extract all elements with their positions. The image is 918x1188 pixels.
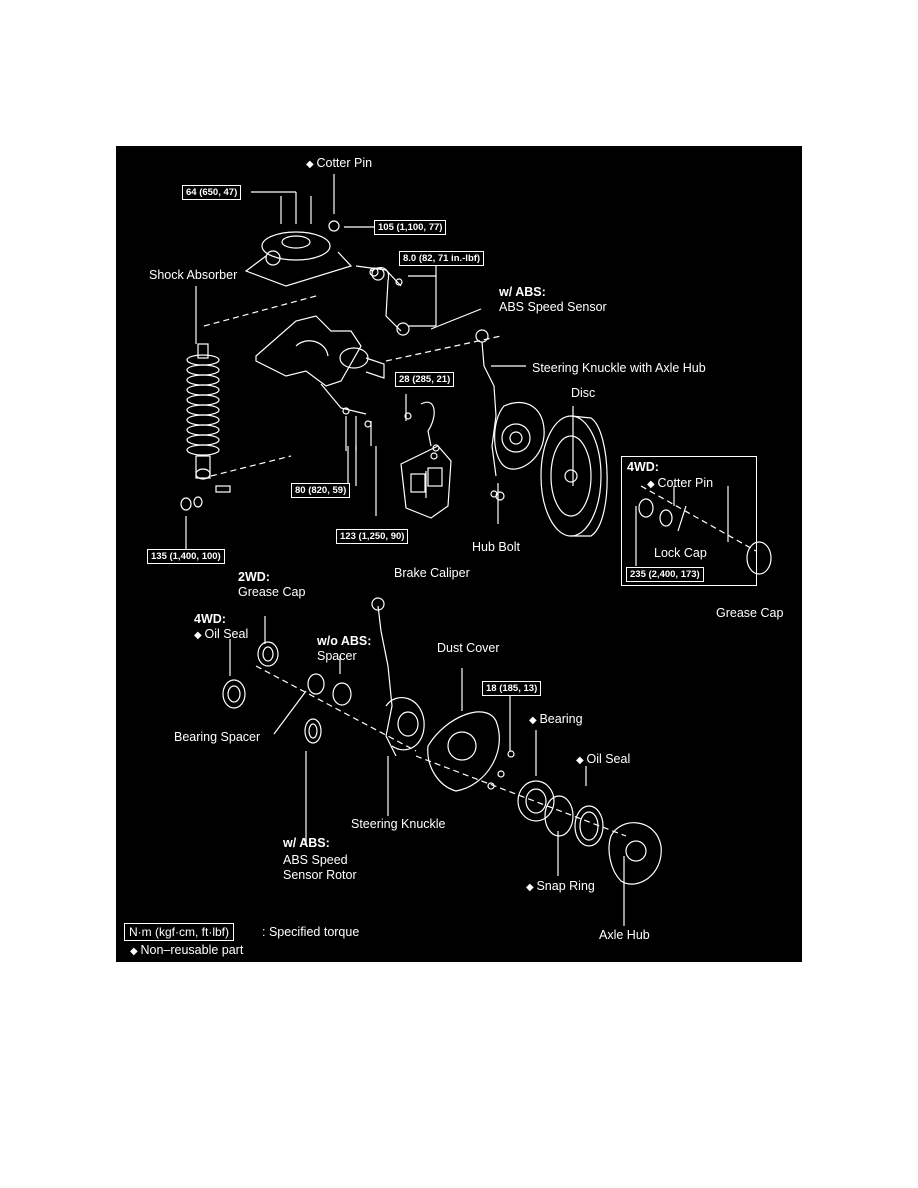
legend-torque-unit-box: N·m (kgf·cm, ft·lbf) — [124, 923, 234, 941]
label-steering-knuckle-with-axle-hub: Steering Knuckle with Axle Hub — [532, 361, 706, 375]
label-4wd-1: 4WD: — [627, 460, 659, 474]
exploded-parts-diagram: Cotter Pin 64 (650, 47) 105 (1,100, 77) … — [116, 146, 802, 962]
lower-exploded-parts — [222, 597, 662, 885]
label-grease-cap-2wd: Grease Cap — [238, 585, 306, 599]
label-brake-caliper: Brake Caliper — [394, 566, 470, 580]
label-shock-absorber: Shock Absorber — [149, 268, 238, 282]
label-disc: Disc — [571, 386, 596, 400]
label-oil-seal: Oil Seal — [576, 752, 630, 768]
4wd-parts — [490, 490, 772, 575]
abs-sensor — [369, 267, 435, 447]
coil-spring — [180, 343, 231, 511]
legend-non-reusable: Non–reusable part — [130, 943, 243, 959]
label-spacer: Spacer — [317, 649, 357, 663]
label-4wd-2: 4WD: — [194, 612, 226, 626]
label-lock-cap: Lock Cap — [654, 546, 707, 560]
label-w-abs-2: w/ ABS: — [283, 836, 330, 850]
torque-80: 80 (820, 59) — [291, 483, 351, 498]
label-w-abs-1: w/ ABS: — [499, 285, 546, 299]
label-dust-cover: Dust Cover — [437, 641, 500, 655]
torque-64: 64 (650, 47) — [182, 185, 242, 200]
label-abs-speed-sensor: ABS Speed Sensor — [499, 300, 607, 314]
legend-torque-desc: : Specified torque — [262, 925, 360, 939]
torque-8: 8.0 (82, 71 in.-lbf) — [399, 251, 485, 266]
label-bearing-spacer: Bearing Spacer — [174, 730, 261, 744]
label-hub-bolt: Hub Bolt — [472, 540, 520, 554]
label-snap-ring: Snap Ring — [526, 879, 594, 895]
label-cotter-pin-4wd: Cotter Pin — [647, 476, 713, 492]
torque-105: 105 (1,100, 77) — [374, 220, 447, 235]
label-cotter-pin-top: Cotter Pin — [306, 156, 372, 172]
torque-135: 135 (1,400, 100) — [147, 549, 225, 564]
label-2wd: 2WD: — [238, 570, 270, 584]
alignment-lines — [203, 295, 757, 837]
label-axle-hub: Axle Hub — [599, 928, 650, 942]
label-abs-speed-sensor-rotor-2: Sensor Rotor — [283, 868, 357, 882]
label-abs-speed-sensor-rotor-1: ABS Speed — [283, 853, 348, 867]
brake-disc — [540, 415, 608, 537]
lower-arm — [255, 315, 385, 451]
brake-caliper — [400, 444, 452, 519]
label-grease-cap-right: Grease Cap — [716, 606, 784, 620]
label-wo-abs: w/o ABS: — [317, 634, 372, 648]
4wd-callout-box — [621, 456, 757, 586]
torque-123: 123 (1,250, 90) — [336, 529, 409, 544]
label-bearing: Bearing — [529, 712, 582, 728]
torque-235: 235 (2,400, 173) — [626, 567, 704, 582]
torque-28: 28 (285, 21) — [395, 372, 455, 387]
torque-18: 18 (185, 13) — [482, 681, 542, 696]
label-oil-seal-4wd: Oil Seal — [194, 627, 248, 643]
label-steering-knuckle: Steering Knuckle — [351, 817, 446, 831]
steering-knuckle-with-hub — [475, 329, 545, 501]
